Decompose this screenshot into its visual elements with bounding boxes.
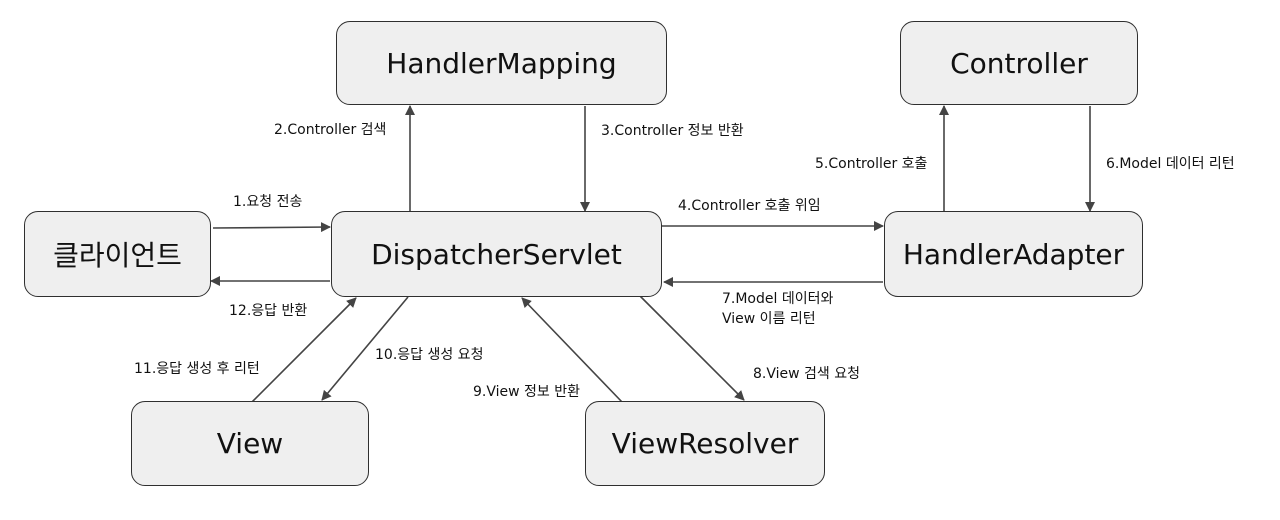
label-step11: 11.응답 생성 후 리턴 xyxy=(134,361,260,377)
label-step7-line1: 7.Model 데이터와 xyxy=(722,291,834,307)
label-step6: 6.Model 데이터 리턴 xyxy=(1106,156,1235,172)
label-step7-line2: View 이름 리턴 xyxy=(722,311,816,327)
arrow-view-lookup-request xyxy=(639,295,745,401)
label-step2: 2.Controller 검색 xyxy=(274,122,387,138)
arrow-render-request xyxy=(321,296,409,401)
label-step8: 8.View 검색 요청 xyxy=(753,366,861,382)
label-step12: 12.응답 반환 xyxy=(229,303,308,319)
controller-box: Controller xyxy=(900,21,1138,105)
label-step10: 10.응답 생성 요청 xyxy=(375,347,484,363)
handler-mapping-box: HandlerMapping xyxy=(336,21,667,105)
label-step4: 4.Controller 호출 위임 xyxy=(678,198,821,214)
dispatcher-servlet-box: DispatcherServlet xyxy=(331,211,662,297)
label-step3: 3.Controller 정보 반환 xyxy=(601,123,744,139)
view-box: View xyxy=(131,401,369,486)
view-resolver-box: ViewResolver xyxy=(585,401,825,486)
label-step1: 1.요청 전송 xyxy=(233,194,303,210)
client-box: 클라이언트 xyxy=(24,211,211,297)
handler-adapter-box: HandlerAdapter xyxy=(884,211,1143,297)
arrow-request-send xyxy=(212,222,331,233)
label-step9: 9.View 정보 반환 xyxy=(473,384,581,400)
arrow-view-info-return xyxy=(521,297,623,403)
label-step5: 5.Controller 호출 xyxy=(815,156,928,172)
arrow-render-return xyxy=(251,297,357,403)
